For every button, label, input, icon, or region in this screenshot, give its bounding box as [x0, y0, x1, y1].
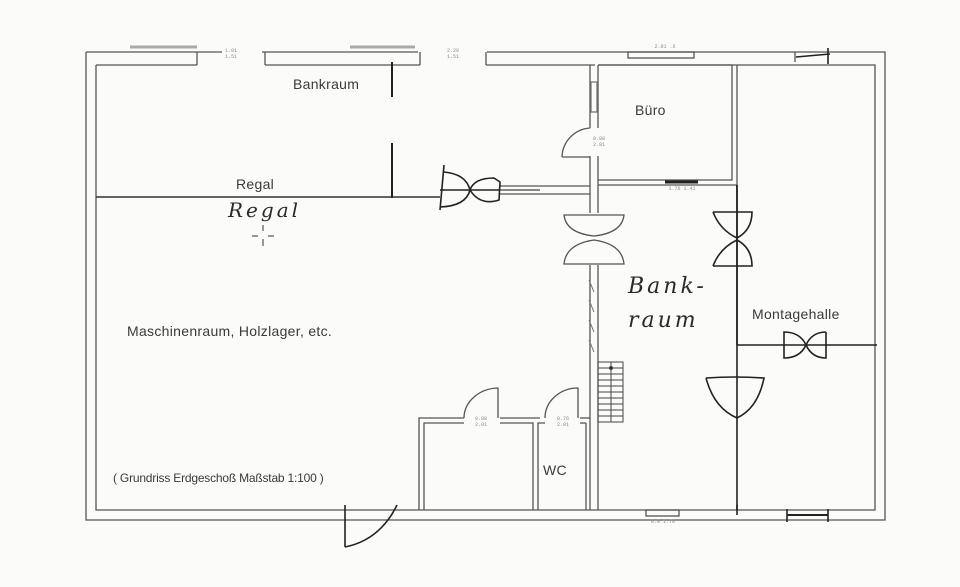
crosshair-cursor-icon	[252, 225, 274, 246]
room-label-regal: Regal	[236, 176, 275, 192]
room-label-buero: Büro	[635, 102, 666, 118]
handwritten-bankraum-line2: raum	[628, 308, 699, 333]
buero-walls	[598, 64, 738, 186]
plan-caption: ( Grundriss Erdgeschoß Maßstab 1:100 )	[113, 471, 324, 485]
double-door-icon	[712, 185, 753, 345]
handwritten-regal: Regal	[228, 198, 302, 222]
window-icon	[130, 45, 831, 64]
entrance-door-icon	[344, 504, 398, 548]
room-label-maschinenraum: Maschinenraum, Holzlager, etc.	[127, 323, 333, 339]
room-label-montagehalle: Montagehalle	[752, 306, 840, 322]
outer-wall	[85, 51, 886, 521]
door-swing-icon	[463, 387, 499, 419]
door-swing-icon	[561, 127, 591, 158]
dimension-label: 0.8 1.76	[650, 519, 675, 525]
window-icon	[645, 509, 680, 517]
room-label-bankraum: Bankraum	[293, 76, 360, 92]
dimension-label: 1.76 1.41	[668, 186, 696, 192]
handwritten-bankraum-line1: Bank-	[628, 274, 707, 299]
double-door-icon	[783, 331, 827, 359]
storage-walls	[418, 417, 591, 510]
door-swing-icon	[544, 387, 579, 419]
dimension-label: 2.01 .X	[654, 44, 676, 50]
double-door-icon	[439, 164, 501, 211]
door-swing-icon	[705, 376, 765, 419]
double-door-icon	[563, 214, 625, 265]
stair-icon	[597, 361, 624, 423]
room-label-wc: WC	[543, 462, 567, 478]
